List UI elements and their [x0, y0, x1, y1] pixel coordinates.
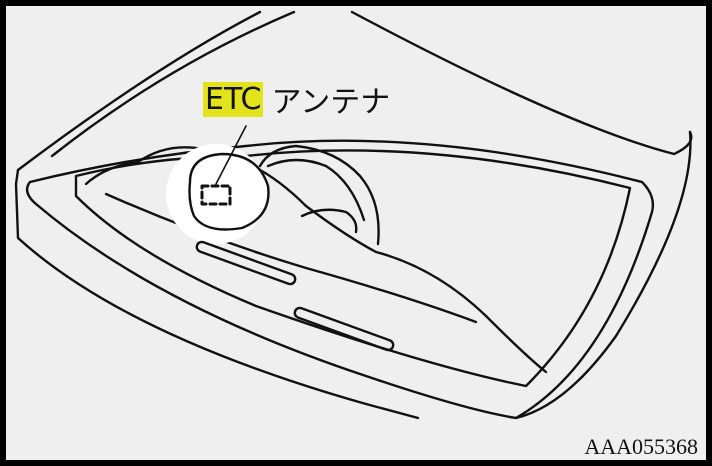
- dashboard-lower: [106, 194, 476, 322]
- etc-highlight-label: ETC: [203, 82, 263, 117]
- dashboard-curve: [86, 147, 546, 372]
- figure-code: AAA055368: [584, 434, 698, 460]
- windshield-frame: [27, 141, 653, 418]
- mirror-stem: [260, 146, 379, 244]
- windshield-illustration: [6, 6, 706, 460]
- etc-antenna-callout: ETC アンテナ: [203, 80, 390, 118]
- mirror-base: [302, 210, 356, 232]
- antenna-label: アンテナ: [271, 77, 390, 121]
- defroster-vent-left: [195, 241, 296, 286]
- a-pillar-right: [352, 12, 691, 154]
- windshield-inner: [76, 150, 630, 386]
- defroster-vent-right: [293, 307, 394, 352]
